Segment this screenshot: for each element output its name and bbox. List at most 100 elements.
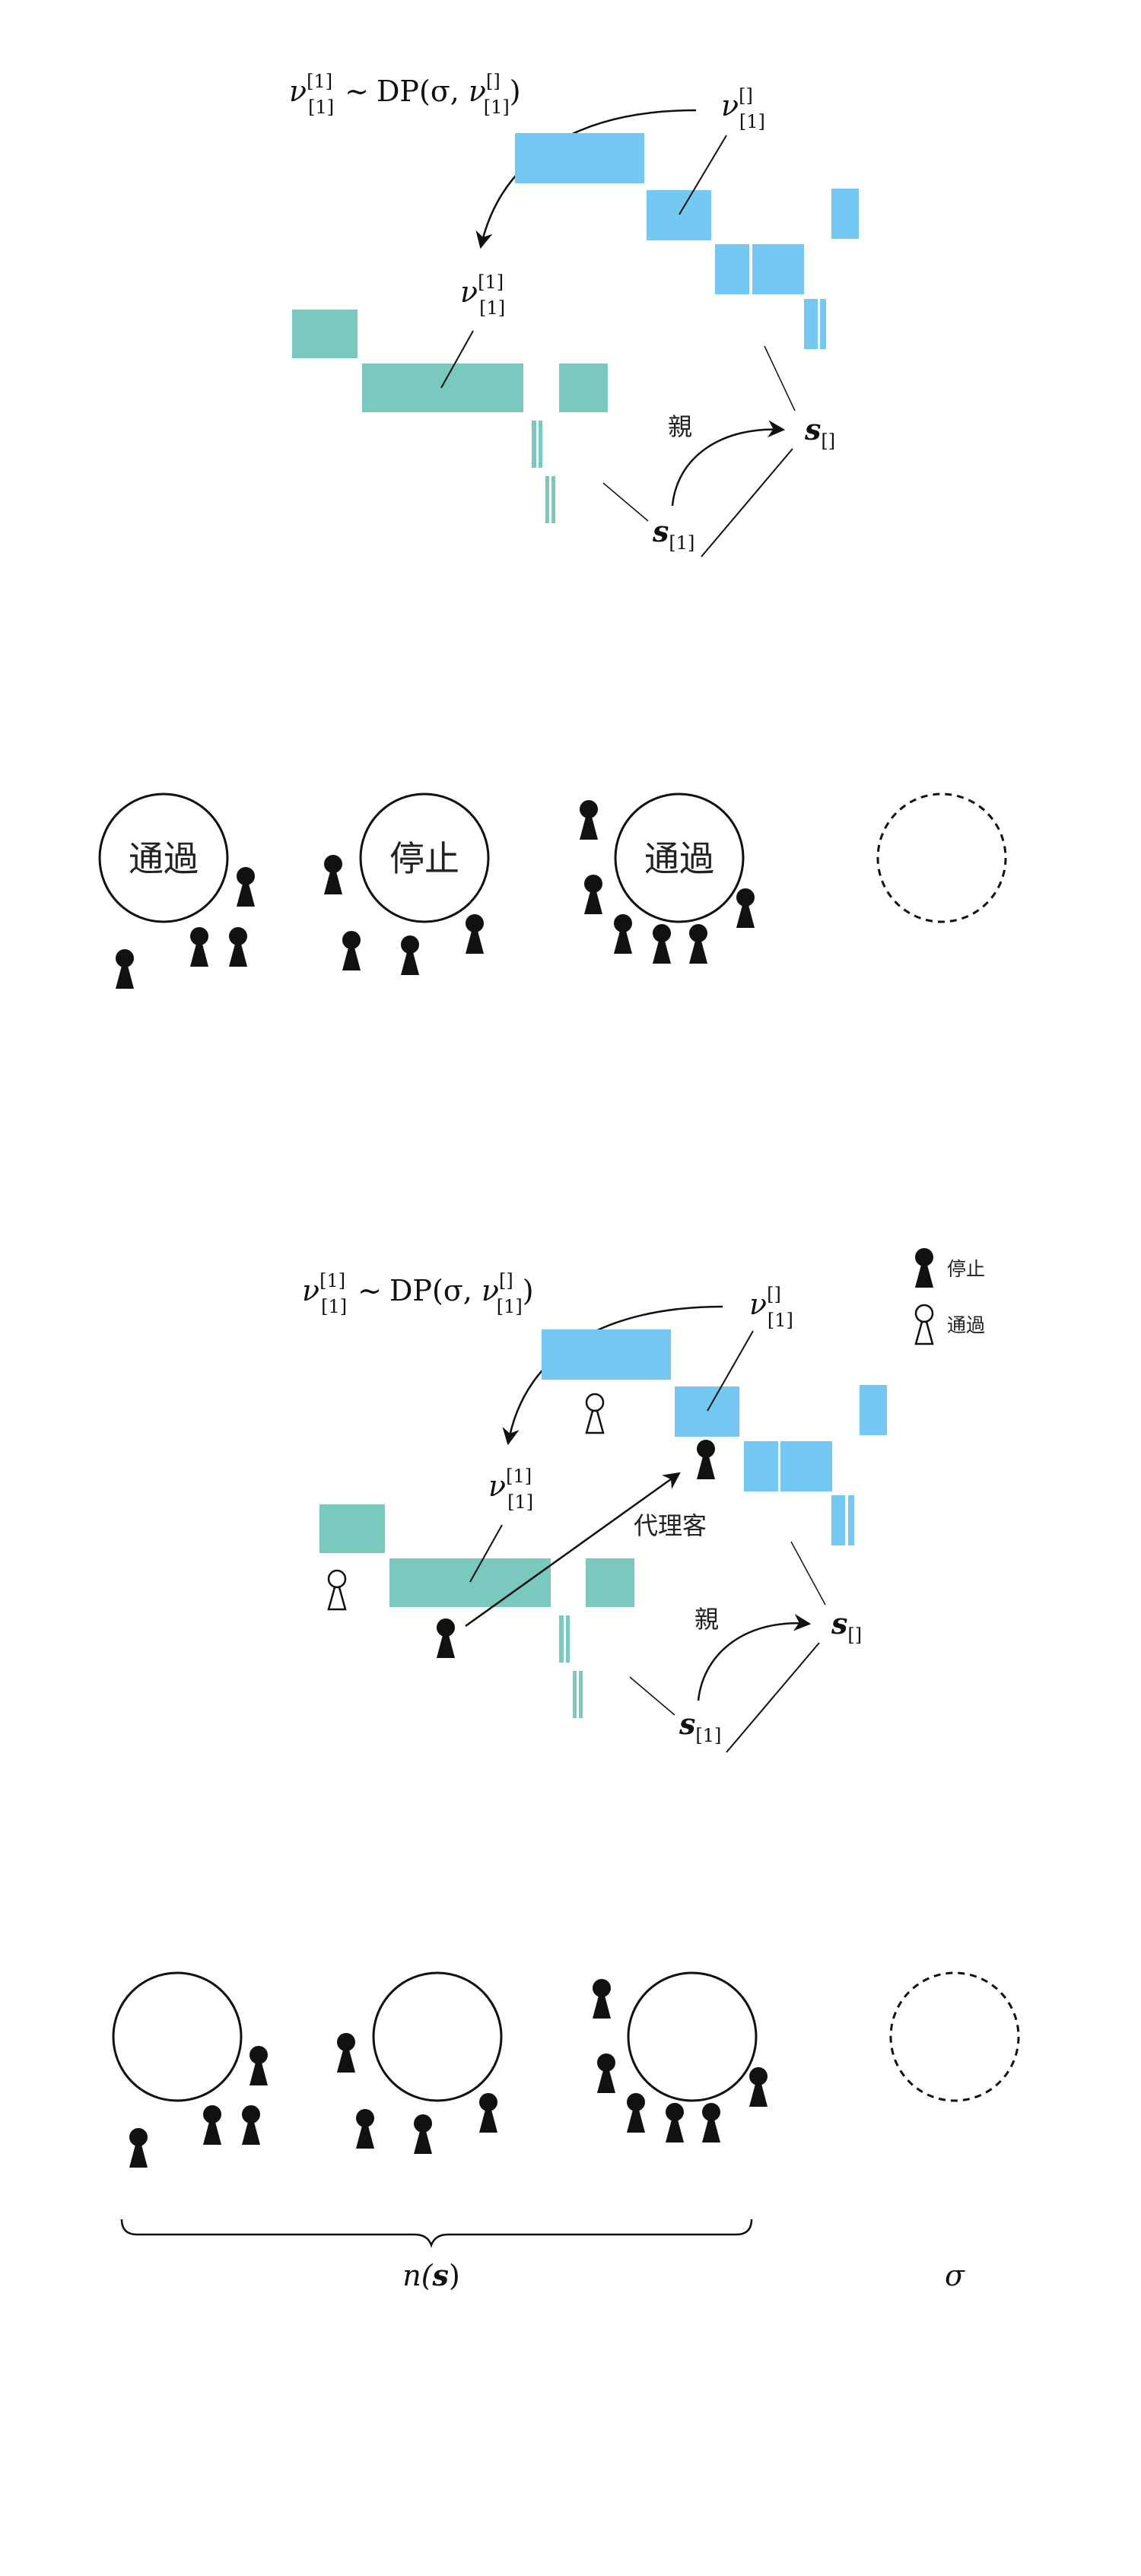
customer-icon [229,927,247,967]
parent-edge-label: 親 [668,412,692,441]
customer-icon [324,855,342,894]
bottom-restaurant: n(s) σ [112,1971,1020,2292]
hollow-customer-icon [585,1393,605,1434]
brace [120,2219,753,2248]
customer-icon [203,2105,221,2145]
child-block [545,476,549,523]
parent-measure-blocks [515,133,859,349]
parent-block [831,189,859,239]
parent-block [780,1441,832,1491]
customer-icon [242,2105,260,2145]
child-block [559,1615,564,1663]
child-block [559,364,608,412]
table-new [889,1971,1020,2102]
table-circle [359,792,490,923]
proxy-label: 代理客 [634,1511,707,1540]
table-circle [876,792,1007,923]
hollow-customer-icon [327,1569,347,1611]
brace-label: n(s) [402,2258,460,2292]
table-1: 通過 [98,792,255,989]
customer-icon [627,2093,645,2133]
parent-block [744,1441,778,1491]
table-circle [372,1971,503,2102]
child-node-connector [629,1676,675,1716]
customer-icon [356,2109,374,2149]
bottom-hierarchy-figure: ν[1][1]∼DP(σ, ν[][1]) ν[][1] ν[1][1] [302,1248,985,1753]
child-block [586,1558,634,1607]
customer-icon [597,2053,615,2093]
customer-icon [580,800,598,840]
customer-icon [614,914,632,954]
child-measure-label: ν[1][1] [488,1466,533,1513]
table-2 [337,1971,503,2154]
child-measure-blocks [319,1504,634,1718]
table-label: 通過 [129,838,199,879]
child-node-s: s[1] [652,514,694,554]
customer-icon [342,931,361,970]
parent-block [515,133,644,183]
customer-icon [653,924,671,964]
customer-icon [249,2046,268,2085]
proxy-arrow [465,1472,681,1628]
parent-node-connector [764,345,796,411]
filled-customer-icon [697,1440,715,1479]
table-new [876,792,1007,923]
parent-block [820,299,826,349]
filled-customer-icon [915,1248,933,1288]
dp-formula: ν[1][1]∼DP(σ, ν[][1]) [302,1270,534,1317]
parent-block [675,1386,739,1437]
customer-icon [593,1979,611,2019]
parent-block [860,1385,887,1435]
child-block [539,421,542,468]
child-parent-edge [726,1642,820,1753]
table-2: 停止 [324,792,490,975]
parent-block [542,1329,671,1380]
child-node-connector [602,482,649,522]
table-label: 通過 [644,838,714,879]
parent-node-s: s[] [831,1606,862,1646]
table-1 [112,1971,268,2168]
parent-measure-blocks [542,1329,887,1545]
parent-measure-label: ν[][1] [749,1284,793,1331]
parent-block [647,190,711,240]
child-block [566,1615,570,1663]
child-block [292,310,358,358]
parent-node-connector [790,1541,826,1606]
customer-icon [237,867,255,907]
dp-formula: ν[1][1]∼DP(σ, ν[][1]) [289,71,521,118]
parent-measure-pointer [707,1330,754,1412]
child-block [319,1504,385,1553]
filled-customer-icon [437,1618,455,1658]
child-measure-pointer [469,1524,503,1583]
top-restaurant: 通過 停止 通過 [98,792,1007,989]
parent-edge-arrow [697,1614,812,1701]
table-circle [614,792,745,923]
parent-edge-label: 親 [694,1605,719,1634]
sigma-label: σ [945,2259,965,2292]
customer-icon [466,914,484,954]
customer-icon [116,949,134,989]
legend: 停止 通過 [914,1248,985,1345]
legend-label: 停止 [947,1258,985,1280]
child-node-s: s[1] [679,1707,721,1746]
customer-icon [702,2103,720,2142]
parent-measure-label: ν[][1] [721,85,765,132]
child-block [389,1558,551,1607]
table-circle [889,1971,1020,2102]
child-block [551,476,555,523]
hollow-customer-icon [914,1304,934,1345]
child-block [362,364,523,412]
customer-icon [689,924,707,964]
customer-icon [479,2093,497,2133]
parent-block [804,299,818,349]
parent-measure-pointer [679,135,727,215]
child-block [579,1671,583,1718]
parent-block [715,244,749,294]
parent-block [831,1495,845,1545]
parent-block [848,1495,854,1545]
customer-icon [736,888,755,928]
customer-icon [666,2103,684,2142]
customer-icon [337,2033,355,2073]
legend-label: 通過 [947,1314,985,1336]
customer-icon [401,935,419,975]
